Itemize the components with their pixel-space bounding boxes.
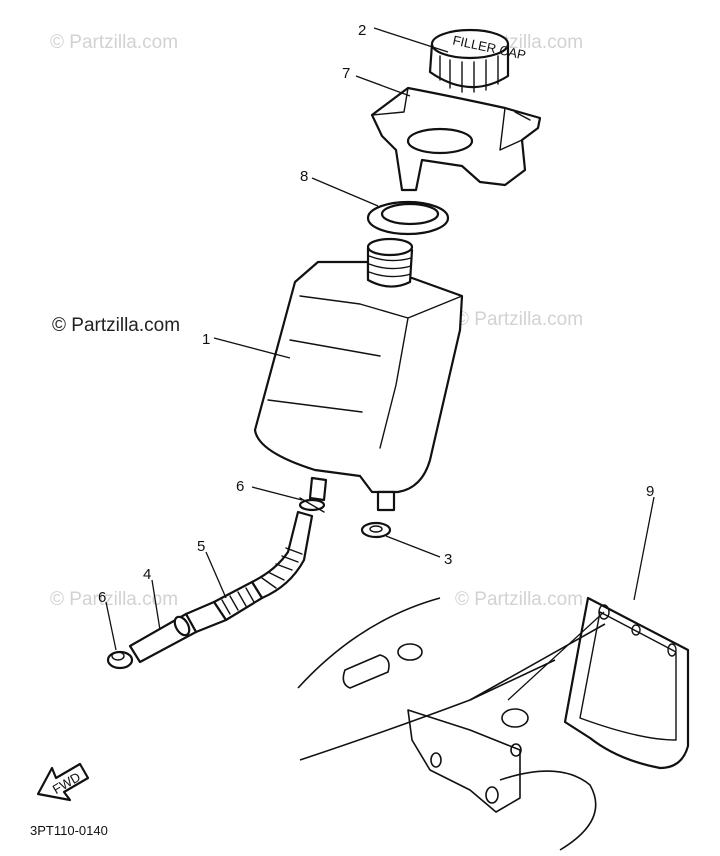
leader-2 <box>373 27 449 53</box>
overflow-hose <box>184 510 314 634</box>
reservoir-tank <box>253 237 464 512</box>
callout-9: 9 <box>646 483 654 500</box>
callout-3: 3 <box>444 551 452 568</box>
hose-clip-lower <box>106 650 134 670</box>
callout-6a: 6 <box>236 478 244 495</box>
leader-9b <box>507 611 605 701</box>
callout-6b: 6 <box>98 589 106 606</box>
leader-7 <box>355 75 411 97</box>
callout-7: 7 <box>342 65 350 82</box>
filler-cap: FILLER CAP <box>428 28 527 93</box>
callout-4: 4 <box>143 566 151 583</box>
washer <box>360 521 392 539</box>
leader-6a <box>251 486 303 501</box>
leader-3 <box>385 535 441 558</box>
watermark: © Partzilla.com <box>50 32 178 53</box>
callout-2: 2 <box>358 22 366 39</box>
leader-1 <box>213 337 291 359</box>
rear-flap <box>563 596 690 770</box>
leader-6b <box>105 601 117 651</box>
diagram-code: 3PT110-0140 <box>30 823 108 838</box>
leader-4 <box>151 579 161 631</box>
leader-9 <box>633 496 655 601</box>
leader-5 <box>205 551 227 599</box>
gasket-ring <box>366 200 450 236</box>
leader-8 <box>311 177 379 207</box>
fwd-arrow-icon: FWD <box>36 762 90 802</box>
frame-outline <box>297 597 606 851</box>
watermark: © Partzilla.com <box>455 589 583 610</box>
watermark-prominent: © Partzilla.com <box>52 315 180 336</box>
hose-clip-upper <box>298 497 326 513</box>
callout-1: 1 <box>202 331 210 348</box>
tank-bracket <box>370 86 542 192</box>
watermark: © Partzilla.com <box>455 309 583 330</box>
drain-pipe <box>128 612 198 664</box>
callout-8: 8 <box>300 168 308 185</box>
callout-5: 5 <box>197 538 205 555</box>
watermark: © Partzilla.com <box>50 589 178 610</box>
